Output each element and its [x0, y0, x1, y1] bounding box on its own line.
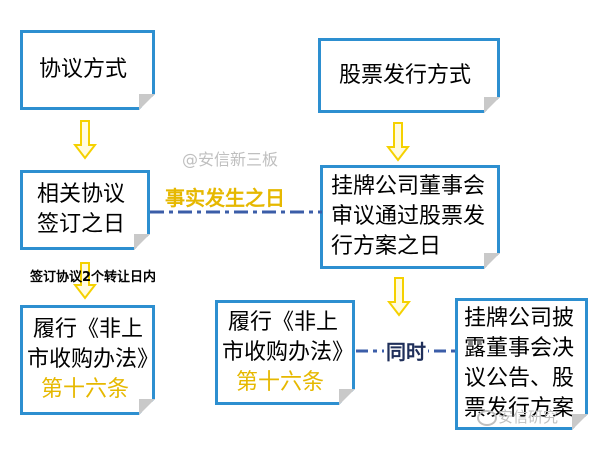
box-fulfill-left-line: 第十六条: [41, 377, 130, 402]
wechat-icon: [477, 410, 497, 426]
box-fulfill-right-line: 市收购办法》: [222, 339, 355, 365]
box-board-approval: 挂牌公司董事会 审议通过股票发 行方案之日: [320, 165, 500, 269]
box-disclose-line: 议公告、股: [464, 366, 575, 391]
box-fulfill-right-line: 第十六条: [236, 369, 325, 395]
box-fulfill-left-line: 履行《非上: [33, 317, 144, 342]
page-fold: [139, 94, 155, 110]
label-fact-date: 事实发生之日: [165, 186, 285, 210]
watermark-corner: 安信研究: [498, 408, 559, 426]
box-disclose-line: 露董事会决: [464, 336, 575, 361]
box-agreement-method-text: 协议方式: [39, 57, 128, 82]
box-board-approval-line: 审议通过股票发: [331, 204, 486, 229]
box-board-approval-line: 行方案之日: [331, 234, 442, 259]
box-stock-issue-method-text: 股票发行方式: [339, 62, 472, 88]
label-within-days: 签订协议2个转让日内: [30, 270, 157, 285]
box-agreement-method: 协议方式: [20, 30, 155, 110]
label-simultaneous: 同时: [384, 336, 428, 365]
connector-line: [356, 349, 456, 353]
page-fold: [339, 389, 355, 405]
page-fold: [572, 414, 588, 430]
connector-line: [150, 210, 322, 214]
box-fulfill-left-line: 市收购办法》: [27, 347, 160, 372]
down-arrow-icon: [73, 262, 97, 300]
watermark-center: @安信新三板: [182, 150, 279, 169]
page-fold: [484, 253, 500, 269]
box-stock-issue-method: 股票发行方式: [318, 38, 500, 113]
page-fold: [484, 97, 500, 113]
down-arrow-icon: [73, 120, 97, 160]
down-arrow-icon: [387, 277, 411, 317]
box-disclose: 挂牌公司披 露董事会决 议公告、股 票发行方案: [455, 298, 588, 430]
box-signing-date-line: 相关协议: [37, 182, 126, 207]
page-fold: [134, 234, 150, 250]
box-fulfill-right-line: 履行《非上: [228, 309, 339, 335]
box-board-approval-line: 挂牌公司董事会: [331, 174, 486, 199]
page-fold: [139, 399, 155, 415]
box-signing-date-line: 签订之日: [37, 212, 126, 237]
box-signing-date: 相关协议 签订之日: [20, 170, 150, 250]
down-arrow-icon: [386, 122, 410, 162]
box-fulfill-right: 履行《非上 市收购办法》 第十六条: [215, 300, 355, 405]
box-disclose-line: 挂牌公司披: [464, 306, 575, 331]
box-fulfill-left: 履行《非上 市收购办法》 第十六条: [20, 305, 155, 415]
